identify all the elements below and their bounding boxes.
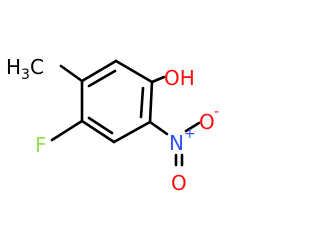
methyl-subscript: 3 [21, 67, 30, 83]
methyl-h: H [6, 55, 21, 79]
ring-inner-bond-c5-c6 [87, 69, 117, 88]
ring-inner-bond-c1-c2 [139, 86, 145, 119]
ring-bond-c3-c4 [80, 119, 116, 144]
nitrogen-label: N [169, 131, 184, 155]
oxygen-upper-charge: - [214, 104, 219, 120]
ring-bond-c5-c6 [80, 59, 118, 83]
fluorine-label: F [35, 133, 47, 157]
structural-formula: OH H3C F N + O - O [6, 55, 219, 195]
methyl-label: H3C [6, 55, 44, 83]
methyl-c: C [30, 55, 44, 79]
oxygen-upper-label: O [199, 110, 215, 134]
ring-bond-c6-c1 [114, 59, 154, 84]
ring-inner-bond-c3-c4 [87, 116, 114, 135]
bond-c5-methyl [59, 64, 84, 83]
ring-bond-c2-c3 [112, 120, 152, 144]
oxygen-lower-label: O [171, 171, 187, 195]
bond-c1-oh [150, 75, 166, 84]
bond-c2-nitrogen [148, 120, 169, 136]
bond-n-o-upper [184, 121, 201, 133]
hydroxyl-label: OH [164, 66, 195, 90]
ring-bond-c1-c2 [148, 80, 154, 124]
bond-c4-fluorine [50, 119, 84, 142]
nitrogen-charge: + [184, 126, 196, 142]
